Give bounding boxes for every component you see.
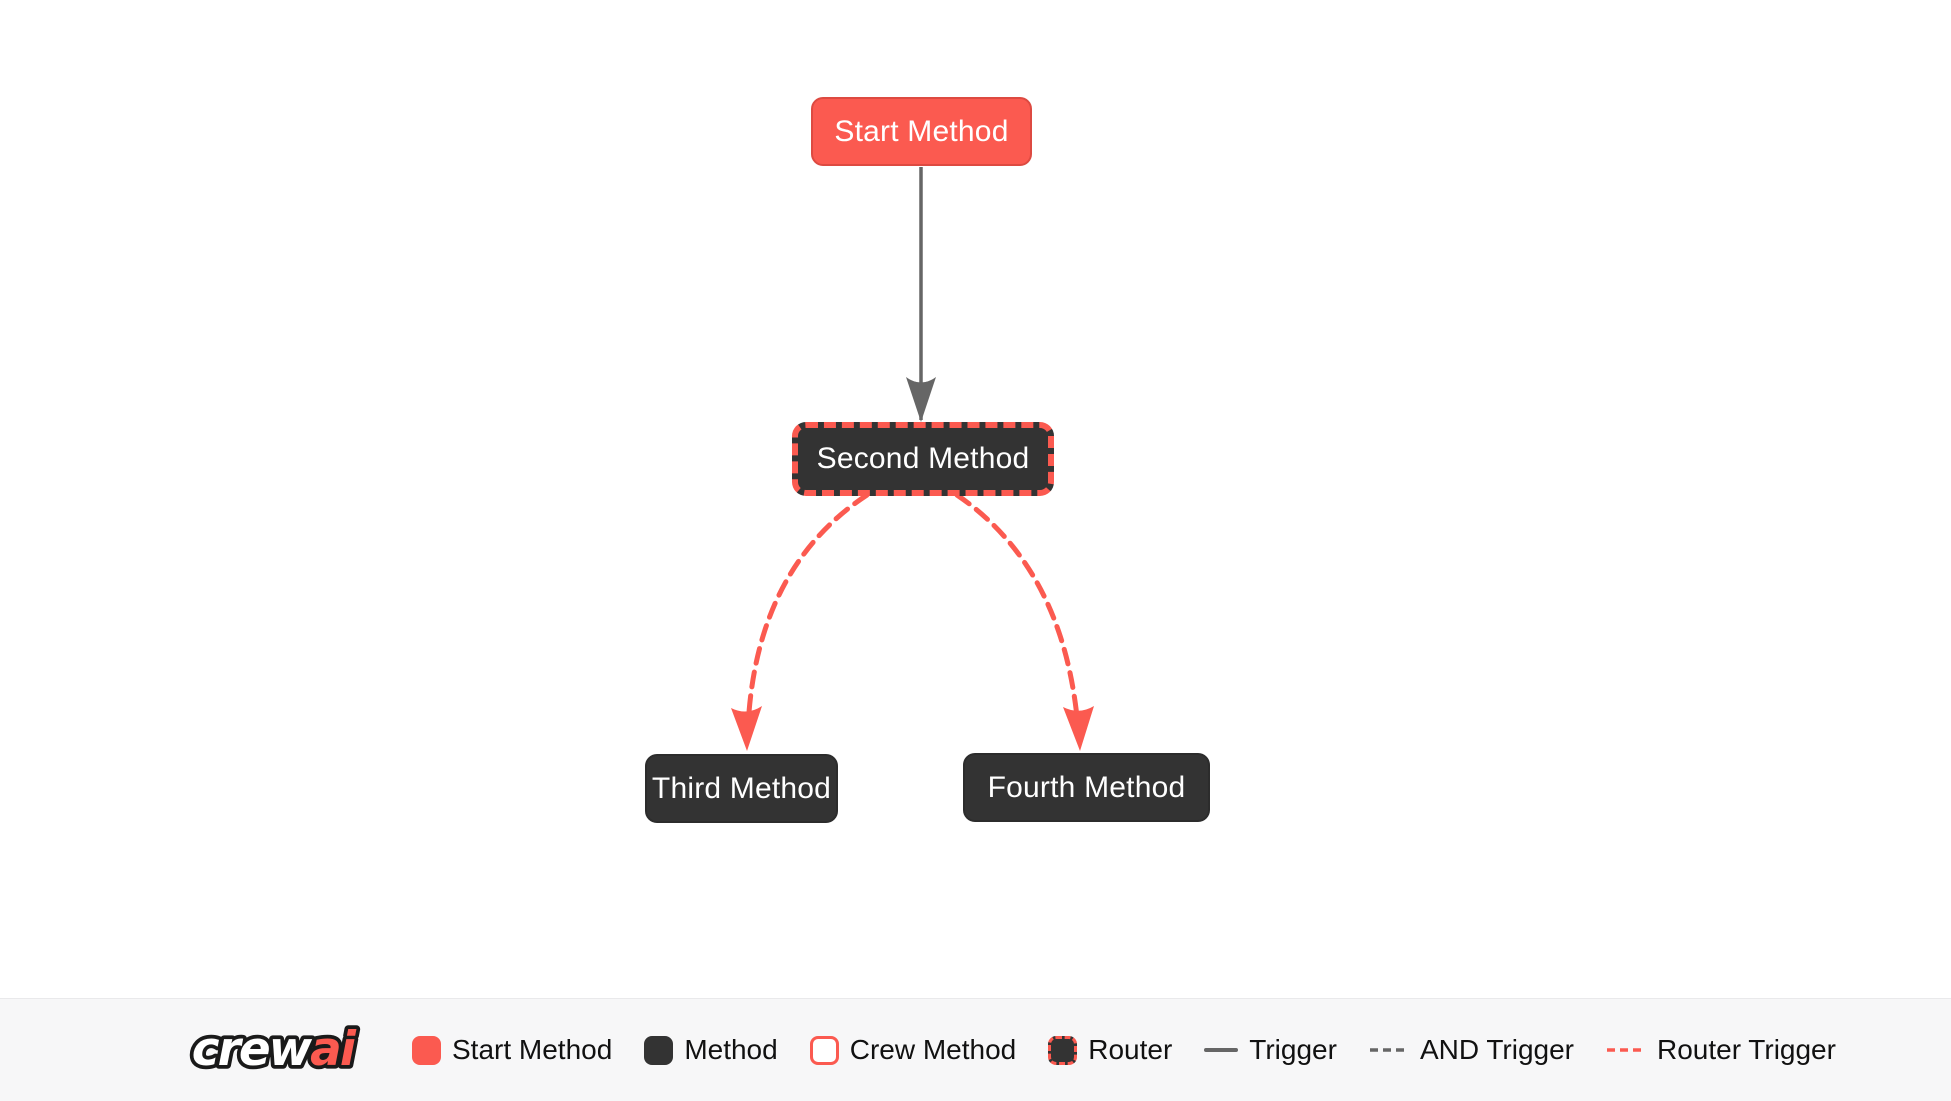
node-third-method[interactable]: Third Method xyxy=(645,754,838,823)
legend-label-router-trigger: Router Trigger xyxy=(1656,1034,1836,1065)
edge-trigger-arrowhead xyxy=(906,377,936,422)
legend-label-method: Method xyxy=(684,1034,778,1065)
flow-canvas[interactable]: Start Method Second Method Third Method … xyxy=(0,0,1951,998)
node-third-method-label: Third Method xyxy=(651,771,832,805)
legend-bar: crewai Start Method Method Crew Method R… xyxy=(0,998,1951,1101)
trigger-line-icon xyxy=(1204,1048,1239,1052)
legend-label-crew-method: Crew Method xyxy=(849,1034,1017,1065)
edge-router-left-arrowhead xyxy=(731,706,762,751)
logo-text-ai: ai xyxy=(310,1023,357,1077)
crew-method-swatch-icon xyxy=(809,1035,839,1065)
svg-text:crewai: crewai xyxy=(192,1023,357,1077)
legend-item-trigger: Trigger xyxy=(1204,1034,1337,1066)
node-fourth-method-label: Fourth Method xyxy=(987,770,1186,804)
node-fourth-method[interactable]: Fourth Method xyxy=(963,753,1210,822)
legend-item-method: Method xyxy=(644,1034,778,1066)
method-swatch-icon xyxy=(644,1035,674,1065)
crewai-logo: crewai xyxy=(188,1019,362,1080)
legend-item-router-trigger: Router Trigger xyxy=(1606,1034,1836,1066)
logo-text-crew: crew xyxy=(192,1023,313,1077)
node-start-method-label: Start Method xyxy=(834,114,1009,148)
edge-router-right-arrowhead xyxy=(1063,706,1094,751)
start-method-swatch-icon xyxy=(412,1035,441,1065)
legend-label-router: Router xyxy=(1088,1034,1173,1065)
router-swatch-icon xyxy=(1048,1035,1078,1065)
router-trigger-line-icon xyxy=(1606,1048,1645,1052)
legend-item-and-trigger: AND Trigger xyxy=(1369,1034,1574,1066)
edge-router-trigger-right xyxy=(954,492,1081,730)
legend-label-start-method: Start Method xyxy=(452,1034,613,1065)
node-second-method-label: Second Method xyxy=(816,442,1030,475)
legend-label-trigger: Trigger xyxy=(1249,1034,1337,1065)
legend-item-start-method: Start Method xyxy=(412,1034,612,1066)
legend-item-router: Router xyxy=(1048,1034,1172,1066)
edge-router-trigger-left xyxy=(745,492,870,730)
edges-layer xyxy=(731,167,1094,751)
legend-item-crew-method: Crew Method xyxy=(809,1034,1017,1066)
node-start-method[interactable]: Start Method xyxy=(811,97,1032,166)
legend-label-and-trigger: AND Trigger xyxy=(1419,1034,1574,1065)
node-second-method-router[interactable]: Second Method xyxy=(792,422,1054,496)
and-trigger-line-icon xyxy=(1369,1048,1408,1052)
